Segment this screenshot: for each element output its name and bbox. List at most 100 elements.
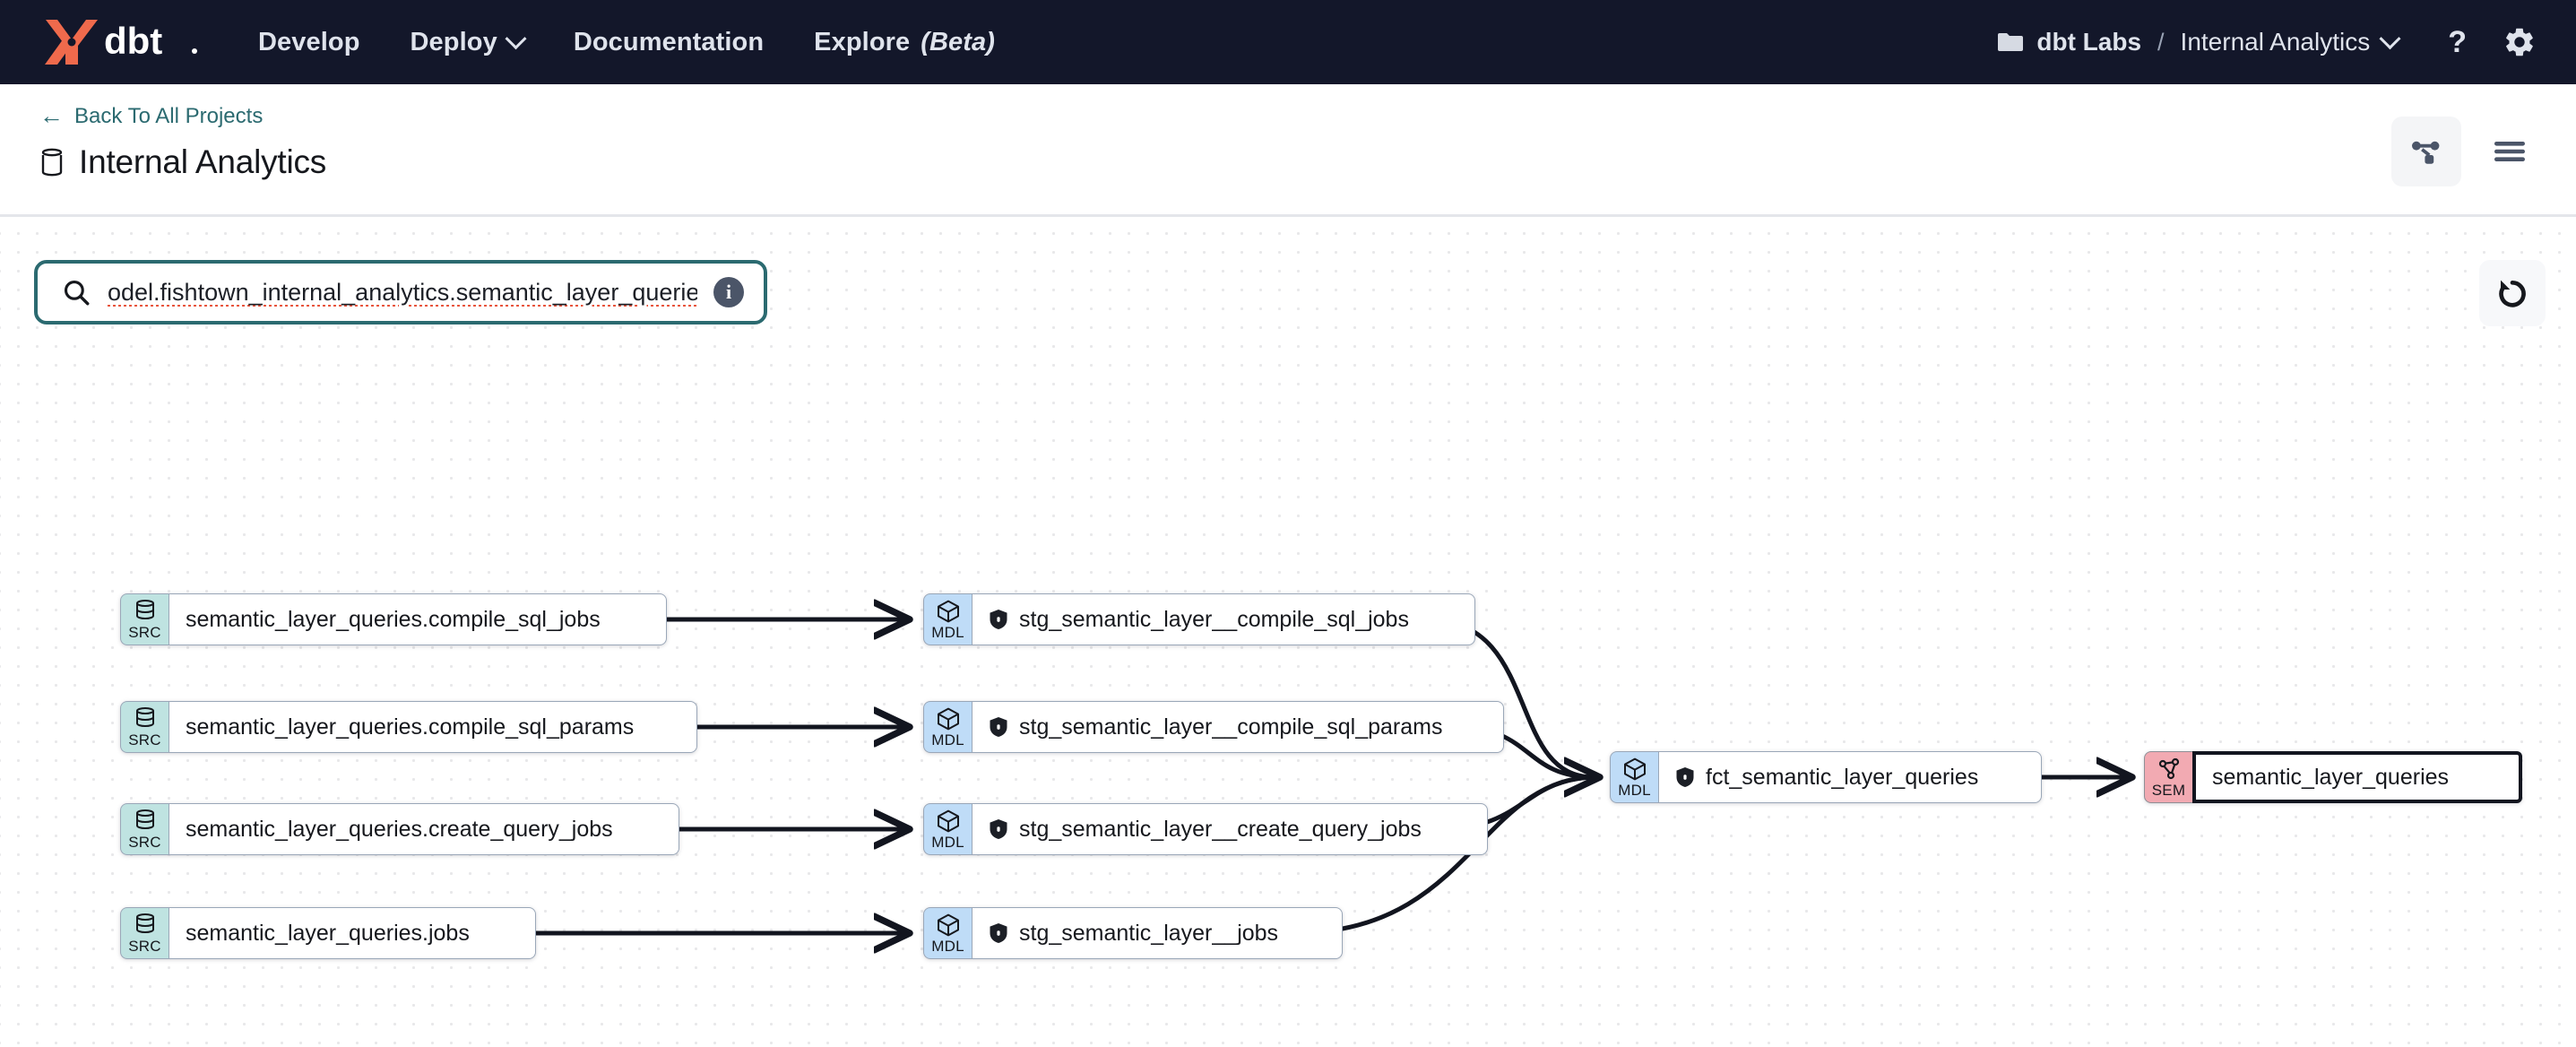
- search-input[interactable]: odel.fishtown_internal_analytics.semanti…: [108, 278, 697, 306]
- lineage-node[interactable]: SEM semantic_layer_queries: [2144, 751, 2522, 803]
- node-body[interactable]: stg_semantic_layer__jobs: [972, 907, 1343, 959]
- node-body[interactable]: semantic_layer_queries.compile_sql_param…: [169, 701, 697, 753]
- node-type-badge-mdl: MDL: [1610, 751, 1658, 803]
- node-body[interactable]: stg_semantic_layer__compile_sql_jobs: [972, 593, 1475, 645]
- project-selector-label: Internal Analytics: [2180, 28, 2371, 56]
- node-type-badge-sem: SEM: [2144, 751, 2192, 803]
- lineage-node[interactable]: SRC semantic_layer_queries.compile_sql_jo…: [120, 593, 667, 645]
- node-body[interactable]: stg_semantic_layer__create_query_jobs: [972, 803, 1488, 855]
- reset-view-button[interactable]: [2479, 260, 2546, 326]
- node-type-label: SEM: [2151, 782, 2186, 799]
- breadcrumb-separator: /: [2157, 28, 2165, 56]
- dbt-logo[interactable]: dbt: [39, 16, 203, 68]
- dbt-wordmark: dbt: [104, 22, 197, 62]
- node-type-icon: [936, 599, 961, 624]
- node-body[interactable]: stg_semantic_layer__compile_sql_params: [972, 701, 1504, 753]
- primary-nav-links: Develop Deploy Documentation Explore (Be…: [258, 28, 995, 57]
- nav-item-explore[interactable]: Explore (Beta): [814, 28, 995, 57]
- node-type-icon: [1622, 757, 1647, 782]
- node-type-badge-mdl: MDL: [923, 593, 972, 645]
- organization-breadcrumb[interactable]: dbt Labs: [1997, 28, 2141, 56]
- nav-item-develop-label: Develop: [258, 27, 360, 56]
- node-type-icon: [936, 913, 961, 938]
- back-to-all-projects-link[interactable]: ← Back To All Projects: [39, 101, 263, 129]
- project-subheader: ← Back To All Projects Internal Analytic…: [0, 84, 2576, 217]
- node-type-icon: [134, 706, 157, 731]
- nav-right-cluster: dbt Labs / Internal Analytics ?: [1997, 25, 2537, 59]
- page-title-row: Internal Analytics: [39, 143, 2537, 181]
- node-type-badge-src: SRC: [120, 803, 169, 855]
- nav-item-documentation[interactable]: Documentation: [574, 28, 764, 57]
- search-icon: [64, 280, 90, 306]
- lineage-node[interactable]: MDL stg_semantic_layer__jobs: [923, 907, 1343, 959]
- node-type-badge-mdl: MDL: [923, 701, 972, 753]
- node-type-label: SRC: [128, 938, 161, 955]
- node-body[interactable]: semantic_layer_queries.create_query_jobs: [169, 803, 679, 855]
- nav-item-deploy[interactable]: Deploy: [411, 27, 527, 57]
- node-type-label: SRC: [128, 834, 161, 851]
- nav-item-develop[interactable]: Develop: [258, 28, 360, 57]
- node-type-badge-mdl: MDL: [923, 907, 972, 959]
- private-shield-icon: [989, 609, 1008, 630]
- node-label: semantic_layer_queries: [2212, 764, 2450, 790]
- node-label: semantic_layer_queries.jobs: [186, 920, 470, 946]
- node-label: stg_semantic_layer__compile_sql_params: [1019, 714, 1443, 740]
- node-type-label: MDL: [931, 624, 964, 641]
- help-button[interactable]: ?: [2448, 27, 2467, 57]
- nav-item-explore-beta-tag: (Beta): [921, 27, 996, 56]
- node-type-label: MDL: [1618, 782, 1651, 799]
- lineage-node[interactable]: MDL stg_semantic_layer__compile_sql_jobs: [923, 593, 1475, 645]
- node-label: stg_semantic_layer__compile_sql_jobs: [1019, 606, 1409, 632]
- project-selector[interactable]: Internal Analytics: [2180, 27, 2401, 56]
- nav-item-explore-label: Explore: [814, 27, 911, 56]
- folder-icon: [1998, 33, 2024, 51]
- nav-item-documentation-label: Documentation: [573, 27, 765, 56]
- gear-icon: [2506, 28, 2533, 56]
- dbt-logo-mark: [45, 20, 98, 65]
- node-type-icon: [2157, 757, 2182, 782]
- node-body[interactable]: semantic_layer_queries.compile_sql_jobs: [169, 593, 667, 645]
- settings-button[interactable]: [2503, 25, 2537, 59]
- lineage-node[interactable]: SRC semantic_layer_queries.create_query_j…: [120, 803, 679, 855]
- node-body[interactable]: fct_semantic_layer_queries: [1658, 751, 2042, 803]
- lineage-node[interactable]: MDL stg_semantic_layer__create_query_jobs: [923, 803, 1488, 855]
- node-label: semantic_layer_queries.create_query_jobs: [186, 816, 613, 842]
- lineage-node[interactable]: MDL fct_semantic_layer_queries: [1610, 751, 2042, 803]
- hamburger-menu-icon: [2494, 142, 2525, 161]
- search-bar[interactable]: odel.fishtown_internal_analytics.semanti…: [34, 260, 767, 324]
- node-type-icon: [134, 809, 157, 834]
- node-label: semantic_layer_queries.compile_sql_jobs: [186, 606, 601, 632]
- node-label: stg_semantic_layer__jobs: [1019, 920, 1279, 946]
- private-shield-icon: [989, 922, 1008, 944]
- chevron-down-icon: [505, 27, 527, 49]
- lineage-node[interactable]: SRC semantic_layer_queries.jobs: [120, 907, 536, 959]
- node-body[interactable]: semantic_layer_queries.jobs: [169, 907, 536, 959]
- private-shield-icon: [989, 716, 1008, 738]
- lineage-node[interactable]: SRC semantic_layer_queries.compile_sql_pa…: [120, 701, 697, 753]
- node-label: stg_semantic_layer__create_query_jobs: [1019, 816, 1422, 842]
- node-type-badge-src: SRC: [120, 907, 169, 959]
- node-type-icon: [134, 599, 157, 624]
- top-navigation-bar: dbt Develop Deploy Documentation Explore…: [0, 0, 2576, 84]
- node-type-label: MDL: [931, 834, 964, 851]
- node-type-badge-mdl: MDL: [923, 803, 972, 855]
- left-arrow-icon: ←: [39, 101, 64, 129]
- node-type-label: MDL: [931, 731, 964, 748]
- chevron-down-icon: [2379, 27, 2401, 49]
- lineage-canvas[interactable]: odel.fishtown_internal_analytics.semanti…: [0, 217, 2576, 1047]
- page-title: Internal Analytics: [79, 143, 327, 180]
- node-label: semantic_layer_queries.compile_sql_param…: [186, 714, 635, 740]
- private-shield-icon: [1675, 766, 1695, 788]
- node-type-label: MDL: [931, 938, 964, 955]
- node-type-label: SRC: [128, 731, 161, 748]
- subheader-actions: [2391, 117, 2537, 186]
- node-type-badge-src: SRC: [120, 593, 169, 645]
- node-type-badge-src: SRC: [120, 701, 169, 753]
- node-body[interactable]: semantic_layer_queries: [2192, 751, 2522, 803]
- svg-text:dbt: dbt: [104, 22, 162, 62]
- menu-button[interactable]: [2483, 117, 2537, 186]
- lineage-view-button[interactable]: [2391, 117, 2461, 186]
- search-info-icon[interactable]: i: [713, 277, 744, 307]
- database-icon: [41, 148, 63, 177]
- lineage-node[interactable]: MDL stg_semantic_layer__compile_sql_param…: [923, 701, 1504, 753]
